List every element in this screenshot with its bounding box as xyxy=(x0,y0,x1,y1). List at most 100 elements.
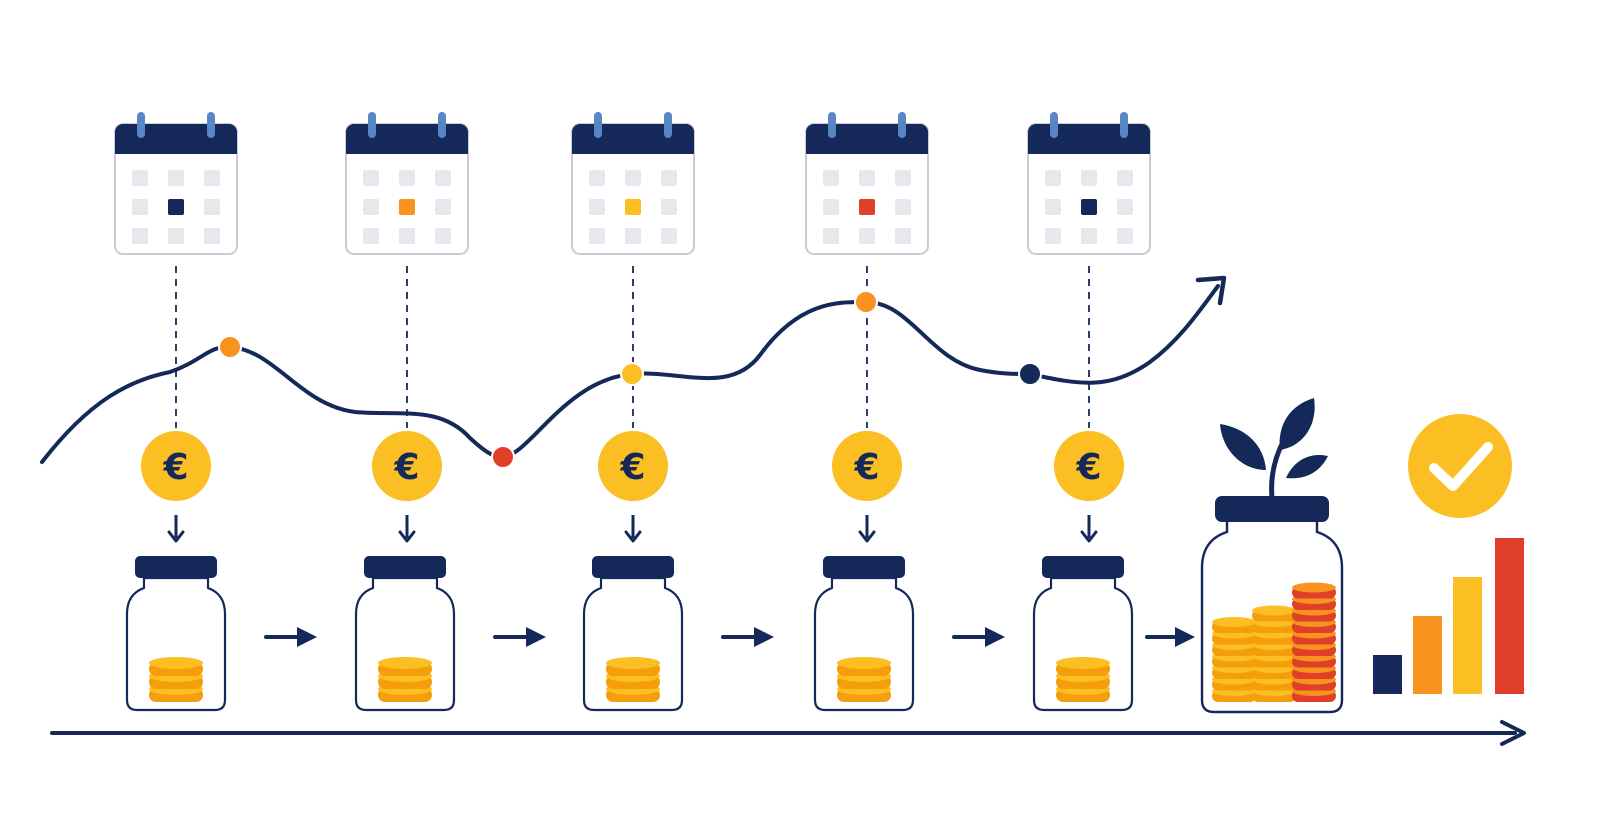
trend-curve-layer xyxy=(40,275,1227,469)
euro-symbol: € xyxy=(619,447,645,488)
calendar-icon xyxy=(571,112,695,255)
coin-top xyxy=(1212,617,1256,627)
calendar-day xyxy=(1045,199,1061,215)
jar-lid xyxy=(364,556,446,578)
euro-coin-icon: € xyxy=(832,431,902,543)
euro-coin-icon: € xyxy=(141,431,211,543)
euro-symbol: € xyxy=(1075,447,1101,488)
calendar-ring xyxy=(207,112,215,138)
euro-coin-icon: € xyxy=(372,431,442,543)
calendar-day xyxy=(363,199,379,215)
calendar-day xyxy=(823,170,839,186)
plant-leaf xyxy=(1286,454,1328,479)
savings-jar-icon xyxy=(1032,556,1134,712)
calendar-day xyxy=(589,170,605,186)
trend-point xyxy=(620,362,644,386)
calendar-day xyxy=(435,199,451,215)
euro-coin xyxy=(141,431,211,501)
calendar-header xyxy=(806,124,928,154)
drop-arrow-icon xyxy=(624,530,642,543)
calendar-day xyxy=(1045,228,1061,244)
euro-coin xyxy=(598,431,668,501)
trend-point xyxy=(491,445,515,469)
calendar-day xyxy=(1081,228,1097,244)
connector-layer xyxy=(175,266,1090,428)
calendar-day xyxy=(1117,199,1133,215)
calendar-day xyxy=(435,228,451,244)
jar-lid xyxy=(135,556,217,578)
savings-jar-icon xyxy=(813,556,915,712)
timeline-arrow-icon xyxy=(1500,720,1526,746)
calendar-row xyxy=(114,112,1151,255)
calendar-day xyxy=(589,199,605,215)
calendar-day xyxy=(132,170,148,186)
final-jar-group xyxy=(1200,398,1344,714)
calendar-icon xyxy=(1027,112,1151,255)
calendar-day xyxy=(859,228,875,244)
drop-arrow-icon xyxy=(858,530,876,543)
trend-point xyxy=(1018,362,1042,386)
euro-coin xyxy=(1054,431,1124,501)
calendar-day xyxy=(363,228,379,244)
calendar-day xyxy=(132,228,148,244)
euro-symbol: € xyxy=(162,447,188,488)
calendar-icon xyxy=(345,112,469,255)
trend-point xyxy=(854,290,878,314)
drop-arrow-icon xyxy=(167,530,185,543)
calendar-day xyxy=(859,170,875,186)
growth-bar xyxy=(1373,655,1402,694)
calendar-day xyxy=(823,228,839,244)
calendar-day xyxy=(363,170,379,186)
calendar-day xyxy=(589,228,605,244)
jar-lid xyxy=(592,556,674,578)
euro-coin-icon: € xyxy=(598,431,668,543)
plant-leaf xyxy=(1279,398,1315,450)
calendar-day xyxy=(895,228,911,244)
calendar-day xyxy=(661,199,677,215)
coin-row: € € € € € xyxy=(141,431,1124,543)
calendar-header xyxy=(1028,124,1150,154)
calendar-day xyxy=(168,228,184,244)
coin-top xyxy=(837,657,891,669)
calendar-day xyxy=(661,170,677,186)
euro-symbol: € xyxy=(393,447,419,488)
calendar-icon xyxy=(805,112,929,255)
calendar-ring xyxy=(137,112,145,138)
calendar-day xyxy=(1045,170,1061,186)
final-jar-lid xyxy=(1215,496,1329,522)
euro-symbol: € xyxy=(853,447,879,488)
success-badge xyxy=(1408,414,1512,518)
savings-jar-icon xyxy=(582,556,684,712)
jar-lid xyxy=(1042,556,1124,578)
calendar-highlight-day xyxy=(1081,199,1097,215)
calendar-day xyxy=(823,199,839,215)
trend-arrow-icon xyxy=(1195,275,1227,306)
calendar-day xyxy=(168,170,184,186)
calendar-day xyxy=(132,199,148,215)
plant-leaf xyxy=(1220,424,1266,470)
calendar-ring xyxy=(368,112,376,138)
jar-row xyxy=(125,556,1195,712)
checkmark-icon xyxy=(1429,442,1493,491)
calendar-highlight-day xyxy=(625,199,641,215)
drop-arrow-icon xyxy=(398,530,416,543)
calendar-day xyxy=(895,170,911,186)
growth-bar-chart xyxy=(1373,414,1524,694)
calendar-ring xyxy=(828,112,836,138)
calendar-ring xyxy=(1120,112,1128,138)
jar-lid xyxy=(823,556,905,578)
calendar-day xyxy=(435,170,451,186)
calendar-day xyxy=(204,228,220,244)
coin-top xyxy=(378,657,432,669)
calendar-ring xyxy=(594,112,602,138)
calendar-day xyxy=(204,199,220,215)
calendar-day xyxy=(625,228,641,244)
calendar-day xyxy=(661,228,677,244)
coin-top xyxy=(1252,605,1296,616)
trend-point xyxy=(218,335,242,359)
calendar-day xyxy=(204,170,220,186)
calendar-header xyxy=(346,124,468,154)
calendar-day xyxy=(399,170,415,186)
coin-top xyxy=(606,657,660,669)
